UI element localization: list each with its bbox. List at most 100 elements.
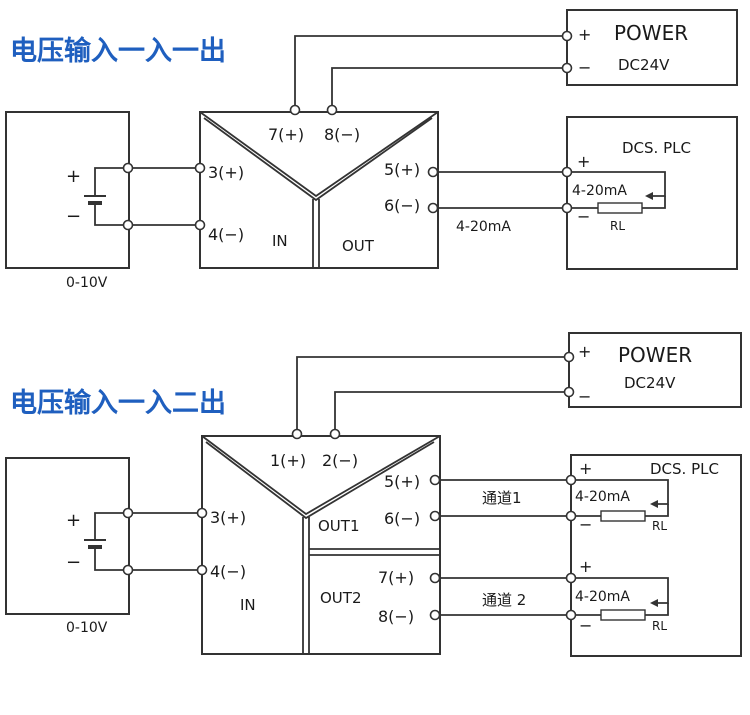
source-plus-dot-2 — [122, 507, 134, 519]
source-plus-sign: + — [66, 166, 81, 187]
module-out-label: OUT — [342, 237, 375, 255]
source-range-label-2: 0-10V — [66, 620, 108, 636]
ch1-minus-dot — [565, 510, 577, 522]
module-out2-label: OUT2 — [320, 589, 362, 607]
ch1-minus-sign: − — [579, 515, 592, 534]
power-minus-dot — [561, 62, 573, 74]
module-out1-label: OUT1 — [318, 517, 360, 535]
diagram-2: 电压输入一入二出 + − POWER DC24V 1(+) 2(−) 3(+) … — [5, 332, 742, 657]
ch1-current-label: 4-20mA — [575, 489, 630, 505]
source-range-label: 0-10V — [66, 275, 108, 291]
channel-1-label: 通道1 — [482, 489, 522, 507]
terminal-7-dot-2 — [429, 572, 441, 584]
ch2-minus-dot — [565, 609, 577, 621]
source-minus-sign: − — [66, 206, 81, 227]
ch2-plus-sign: + — [579, 557, 592, 576]
module-divider-stem — [312, 199, 320, 268]
terminal-8-label: 8(−) — [324, 125, 360, 144]
output-wire-label: 4-20mA — [456, 219, 511, 235]
terminal-8-dot-2 — [429, 609, 441, 621]
terminal-3-dot — [194, 162, 206, 174]
power-minus-dot-2 — [563, 386, 575, 398]
diagram-1-title: 电压输入一入一出 — [10, 35, 226, 67]
terminal-6-label-2: 6(−) — [384, 509, 420, 528]
battery-icon — [84, 167, 128, 226]
terminal-6-dot-2 — [429, 510, 441, 522]
ch1-plus-sign: + — [579, 459, 592, 478]
power-plus-dot-2 — [563, 351, 575, 363]
battery-icon-2 — [84, 512, 128, 571]
ch2-minus-sign: − — [579, 616, 592, 635]
power-voltage-2: DC24V — [624, 374, 676, 392]
terminal-5-label-2: 5(+) — [384, 472, 420, 491]
dcs-label-2: DCS. PLC — [650, 460, 719, 478]
power-wire-positive — [294, 35, 567, 110]
module-divider-stem-2 — [302, 517, 310, 654]
terminal-1-label: 1(+) — [270, 451, 306, 470]
voltage-source-box — [5, 111, 130, 269]
module-divider-inner-2 — [205, 441, 435, 520]
source-plus-sign-2: + — [66, 510, 81, 531]
ch1-arrowhead-icon — [650, 500, 658, 508]
module-in-label: IN — [272, 232, 288, 250]
ch2-resistor-label: RL — [652, 619, 667, 633]
terminal-3-label-2: 3(+) — [210, 508, 246, 527]
power-plus-dot — [561, 30, 573, 42]
dcs-plus-dot — [561, 166, 573, 178]
power-supply-box-2 — [568, 332, 742, 408]
dcs-plc-box-2 — [570, 454, 742, 657]
diagram-2-title: 电压输入一入二出 — [10, 387, 226, 419]
power-voltage: DC24V — [618, 56, 670, 74]
ch2-current-label: 4-20mA — [575, 589, 630, 605]
resistor-icon — [597, 202, 643, 214]
terminal-5-dot — [427, 166, 439, 178]
voltage-source-box-2 — [5, 457, 130, 615]
loop-arrowhead-icon — [645, 192, 653, 200]
terminal-5-label: 5(+) — [384, 160, 420, 179]
diagram-1: 电压输入一入一出 + − POWER DC24V 7(+) 8(−) 3(+) … — [5, 9, 738, 291]
dcs-current-label: 4-20mA — [572, 183, 627, 199]
terminal-8-dot — [326, 104, 338, 116]
terminal-1-dot — [291, 428, 303, 440]
power-plus-sign: + — [578, 25, 591, 44]
ch1-resistor-label: RL — [652, 519, 667, 533]
module-divider-upper — [199, 111, 439, 198]
ch2-loop-arrow-icon — [571, 577, 669, 604]
power-minus-sign: − — [578, 58, 591, 77]
terminal-6-dot — [427, 202, 439, 214]
ch1-resistor-icon — [600, 510, 646, 522]
source-minus-sign-2: − — [66, 552, 81, 573]
ch2-plus-dot — [565, 572, 577, 584]
terminal-4-dot-2 — [196, 564, 208, 576]
dcs-plus-sign: + — [577, 152, 590, 171]
channel-2-label: 通道 2 — [482, 591, 526, 609]
terminal-5-dot-2 — [429, 474, 441, 486]
dcs-label: DCS. PLC — [622, 139, 691, 157]
source-minus-dot — [122, 219, 134, 231]
power-wire-negative-2 — [334, 391, 569, 434]
terminal-4-label: 4(−) — [208, 225, 244, 244]
power-wire-positive-2 — [296, 356, 569, 434]
source-minus-dot-2 — [122, 564, 134, 576]
terminal-7-dot — [289, 104, 301, 116]
power-wire-negative — [331, 67, 567, 110]
terminal-2-dot — [329, 428, 341, 440]
power-plus-sign-2: + — [578, 342, 591, 361]
resistor-label: RL — [610, 219, 625, 233]
power-minus-sign-2: − — [578, 387, 591, 406]
power-label-2: POWER — [618, 343, 692, 367]
power-label: POWER — [614, 21, 688, 45]
module-in-label-2: IN — [240, 596, 256, 614]
terminal-7-label-2: 7(+) — [378, 568, 414, 587]
isolator-module-2 — [201, 435, 441, 655]
dcs-minus-sign: − — [577, 207, 590, 226]
terminal-4-label-2: 4(−) — [210, 562, 246, 581]
terminal-2-label: 2(−) — [322, 451, 358, 470]
terminal-3-label: 3(+) — [208, 163, 244, 182]
terminal-3-dot-2 — [196, 507, 208, 519]
module-divider-outputs — [309, 548, 440, 556]
ch2-resistor-icon — [600, 609, 646, 621]
ch1-plus-dot — [565, 474, 577, 486]
